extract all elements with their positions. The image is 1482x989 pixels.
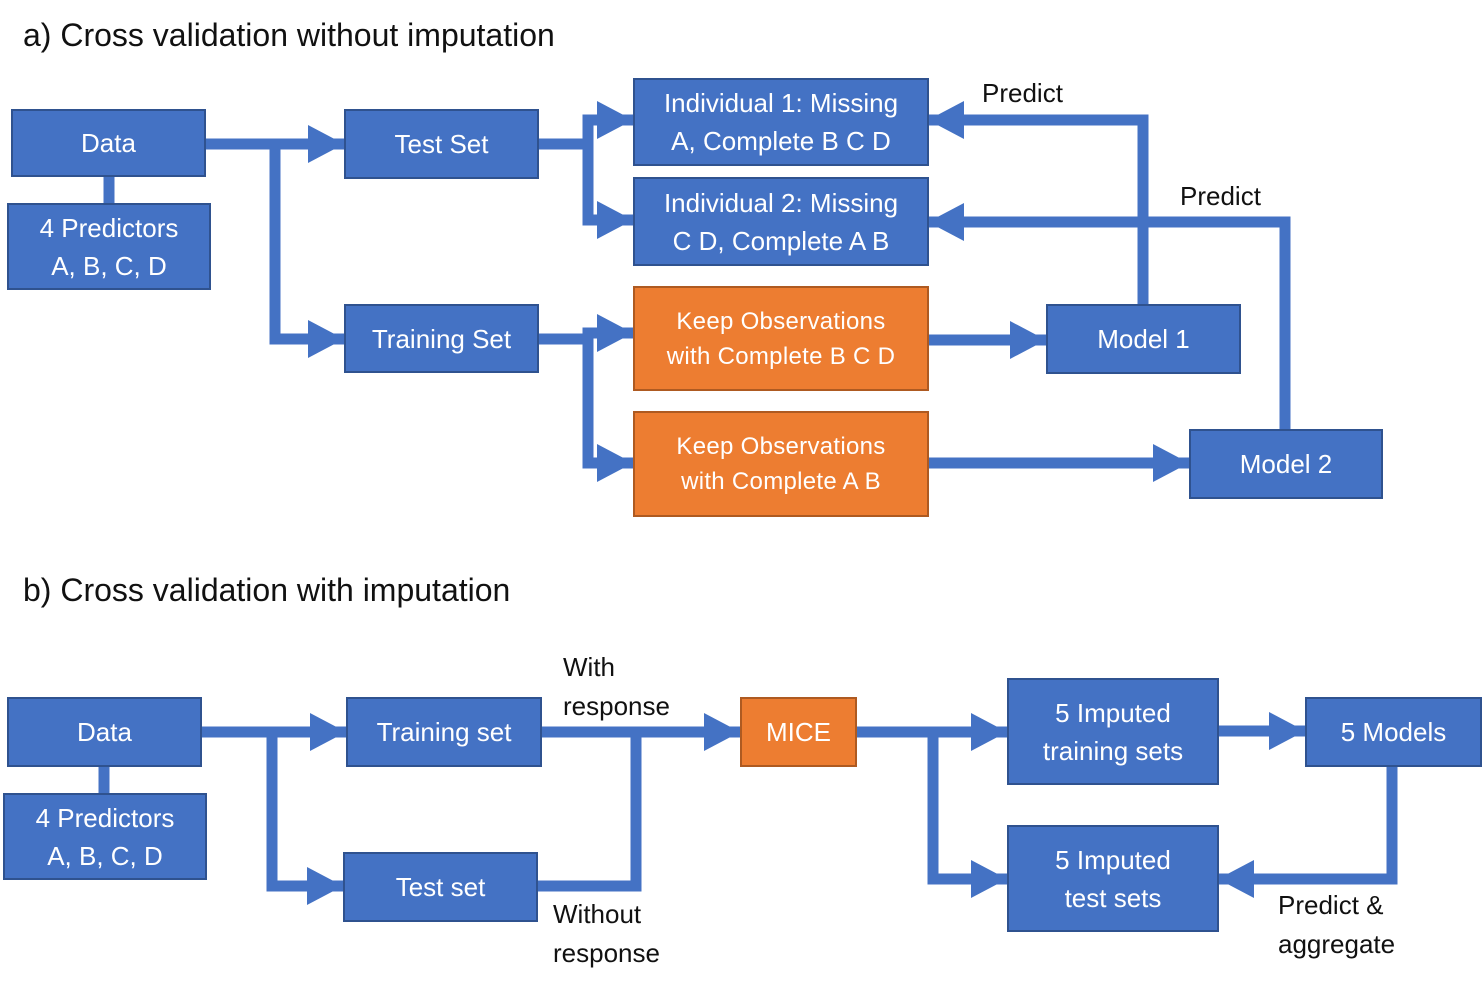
predictors-box-a: 4 Predictors A, B, C, D bbox=[7, 203, 211, 290]
arrow-models-to-imputed-test bbox=[1218, 766, 1398, 898]
arrow-test-set-to-individual2 bbox=[582, 144, 633, 239]
connector-test-set-to-mice bbox=[537, 732, 642, 892]
arrow-data-to-test-set-b bbox=[266, 732, 343, 905]
training-set-box-a: Training Set bbox=[344, 304, 539, 373]
section-b-title: b) Cross validation with imputation bbox=[23, 572, 511, 608]
mice-box: MICE bbox=[740, 697, 857, 767]
data-box-b: Data bbox=[7, 697, 202, 767]
arrow-training-set-to-keep-bcd bbox=[538, 314, 633, 352]
keep-complete-bcd-box: Keep Observations with Complete B C D bbox=[633, 286, 929, 391]
arrow-data-to-training-set-a bbox=[269, 144, 344, 358]
arrow-training-set-to-keep-ab bbox=[582, 339, 633, 482]
test-set-box-b: Test set bbox=[343, 852, 538, 922]
section-a-title: a) Cross validation without imputation bbox=[23, 17, 555, 53]
with-response-label: With response bbox=[563, 652, 670, 721]
individual1-box: Individual 1: Missing A, Complete B C D bbox=[633, 78, 929, 166]
models-box: 5 Models bbox=[1305, 697, 1482, 767]
arrow-mice-to-imputed-test bbox=[927, 732, 1007, 898]
arrow-model2-predict-individual2 bbox=[928, 203, 1291, 429]
test-set-box-a: Test Set bbox=[344, 109, 539, 179]
arrow-test-set-to-individual1 bbox=[538, 101, 633, 150]
arrow-model1-predict-individual1 bbox=[928, 101, 1149, 304]
keep-complete-ab-box: Keep Observations with Complete A B bbox=[633, 411, 929, 517]
predict-label-2: Predict bbox=[1180, 181, 1261, 211]
data-box-a: Data bbox=[11, 109, 206, 177]
predict-aggregate-label: Predict & aggregate bbox=[1278, 890, 1396, 959]
predict-label-1: Predict bbox=[982, 78, 1063, 108]
imputed-training-sets-box: 5 Imputed training sets bbox=[1007, 678, 1219, 785]
individual2-box: Individual 2: Missing C D, Complete A B bbox=[633, 177, 929, 266]
without-response-label: Without response bbox=[553, 899, 660, 968]
predictors-box-b: 4 Predictors A, B, C, D bbox=[3, 793, 207, 880]
model1-box: Model 1 bbox=[1046, 304, 1241, 374]
training-set-box-b: Training set bbox=[346, 697, 542, 767]
imputed-test-sets-box: 5 Imputed test sets bbox=[1007, 825, 1219, 932]
model2-box: Model 2 bbox=[1189, 429, 1383, 499]
